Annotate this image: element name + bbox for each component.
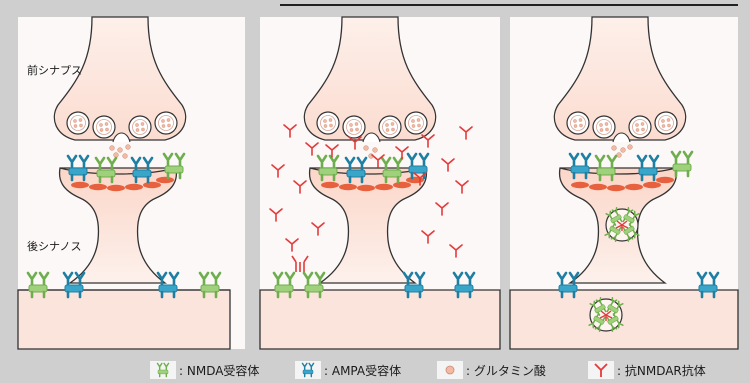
legend: : NMDA受容体 : AMPA受容体 : グルタミン酸 : 抗NMDAR抗体 [0,357,750,383]
nmda-receptor-icon [150,361,176,379]
legend-nmda-label: : NMDA受容体 [179,362,259,379]
presynapse-label: 前シナプス [27,62,82,78]
legend-ampa-label: : AMPA受容体 [324,362,401,379]
legend-glutamate-label: : グルタミン酸 [466,362,546,379]
dendrite-shaft [18,290,230,349]
glutamate-icon [437,361,463,379]
ampa-receptor-icon [295,361,321,379]
antibody-icon [588,361,614,379]
postsynapse-label: 後シナノス [27,238,81,254]
legend-antibody: : 抗NMDAR抗体 [588,361,706,379]
legend-glutamate: : グルタミン酸 [437,361,546,379]
legend-antibody-label: : 抗NMDAR抗体 [617,362,706,379]
legend-nmda: : NMDA受容体 [150,361,259,379]
legend-ampa: : AMPA受容体 [295,361,401,379]
